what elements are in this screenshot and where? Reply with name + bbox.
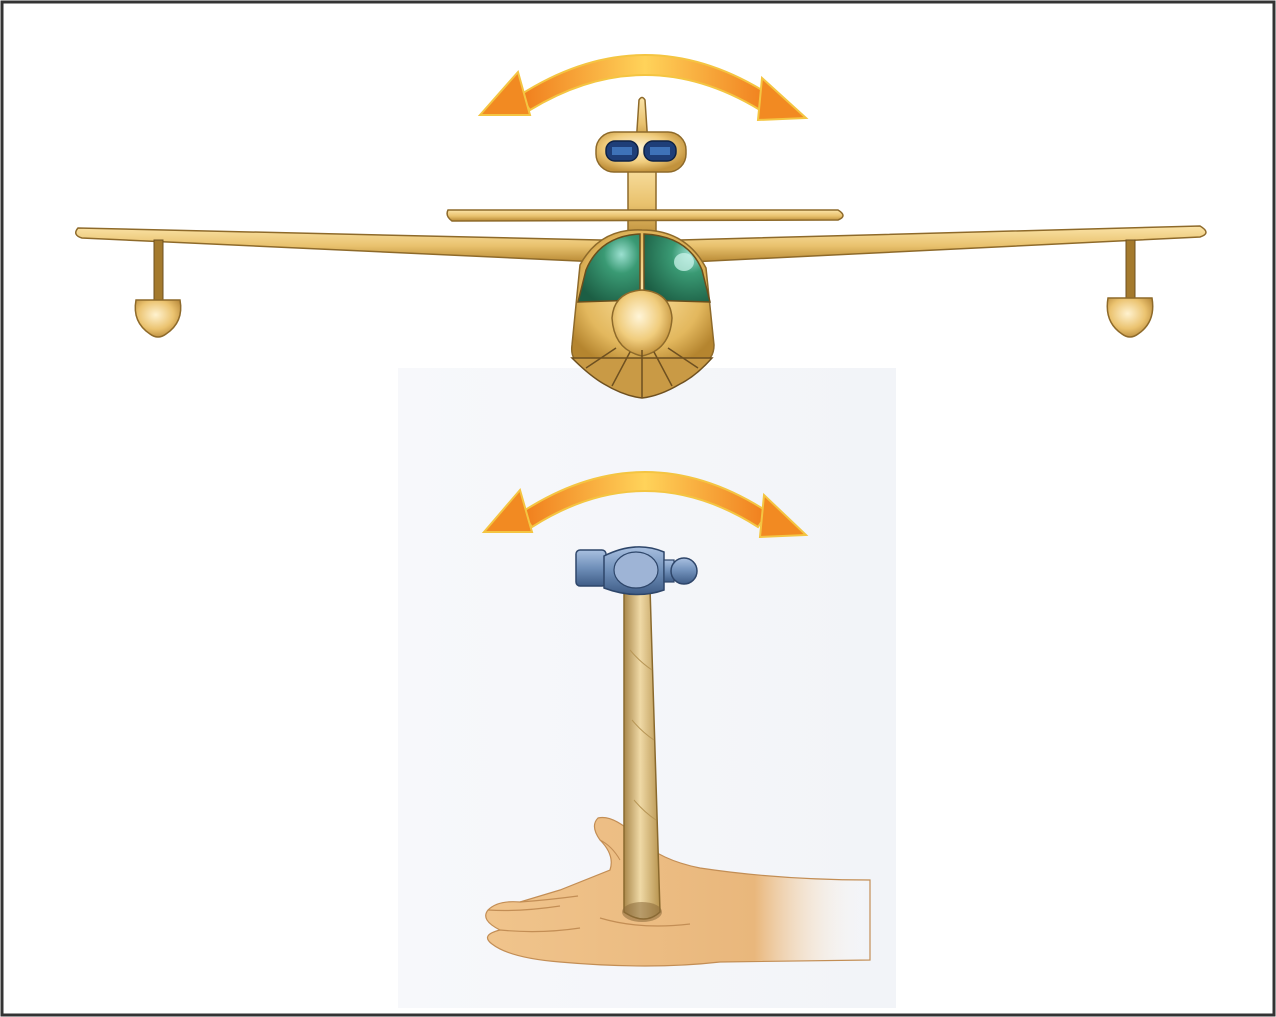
fuselage-hull: [572, 230, 714, 398]
horizontal-stabilizer: [447, 210, 843, 221]
hammer-peen-ball-icon: [671, 558, 697, 584]
hammer-face-icon: [576, 550, 606, 586]
right-float-strut: [1126, 240, 1135, 302]
left-float-strut: [154, 240, 163, 302]
